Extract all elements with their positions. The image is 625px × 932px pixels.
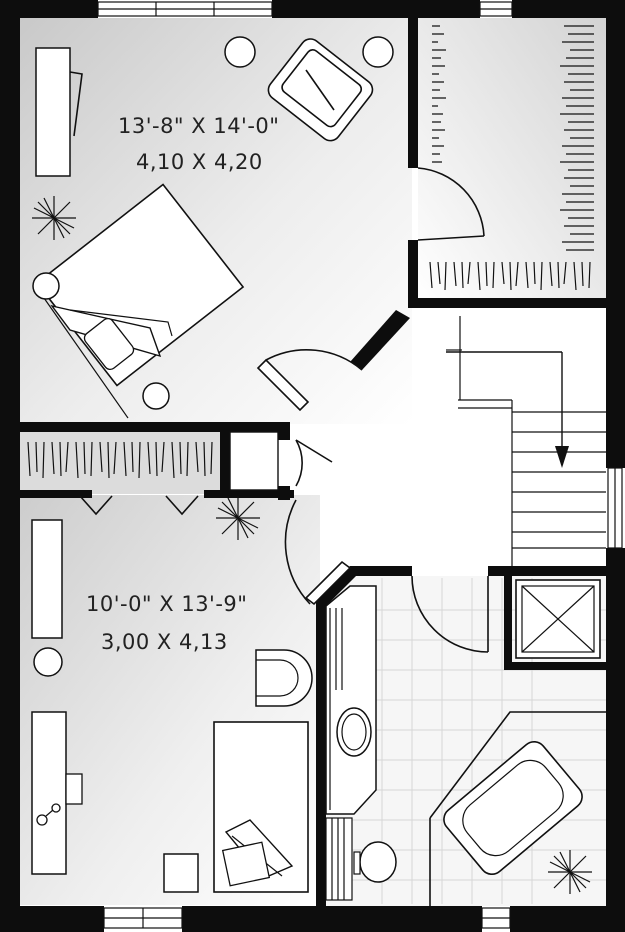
door-swing-icon [411, 575, 489, 653]
bed-icon [213, 721, 309, 893]
window-icon [479, 1, 513, 17]
door-swing-icon [284, 499, 352, 606]
window-icon [481, 907, 511, 929]
table-round [33, 647, 63, 677]
nightstand [32, 272, 60, 300]
closet-mid-floor [20, 432, 224, 494]
toilet-icon [353, 841, 397, 883]
ceiling-light-icon [216, 496, 260, 540]
towel-rack [325, 817, 353, 901]
angled-wall-lower [316, 566, 360, 606]
closet-rod-icon [27, 441, 213, 479]
desk [31, 711, 83, 875]
bedroom-2-dim-metric: 3,00 X 4,13 [101, 630, 228, 654]
bedroom-1-dim-metric: 4,10 X 4,20 [136, 150, 263, 174]
window-icon [607, 467, 623, 549]
linen-closet [229, 431, 279, 491]
ceiling-light-icon [548, 850, 592, 894]
nightstand-square [163, 853, 199, 893]
closet-rod-icon [429, 25, 594, 291]
stairs-down-arrow-icon [446, 351, 569, 468]
bifold-door-icon [79, 495, 199, 516]
dresser [31, 519, 63, 639]
closet-top-floor [418, 18, 606, 300]
vanity-counter [325, 585, 377, 815]
dresser [35, 47, 71, 177]
shower-icon [515, 579, 601, 659]
bathtub-icon [429, 711, 606, 906]
bedroom-2-dim-imperial: 10'-0" X 13'-9" [86, 592, 247, 616]
sink-icon [336, 707, 372, 757]
angled-wall-upper [350, 310, 410, 370]
nightstand [142, 382, 170, 410]
sofa-icon [267, 38, 374, 142]
nightstand [224, 36, 256, 68]
nightstand [362, 36, 394, 68]
bedroom-1-dim-imperial: 13'-8" X 14'-0" [118, 114, 279, 138]
stairs [446, 316, 606, 566]
ceiling-light-icon [32, 196, 76, 240]
window-icon [97, 1, 273, 17]
door-swing-icon [256, 349, 363, 412]
chair-icon [255, 649, 313, 707]
window-icon [103, 907, 183, 929]
bed-icon [35, 183, 245, 419]
door-swing-icon [417, 167, 485, 241]
door-swing-icon [295, 439, 333, 487]
lamp-shade [69, 71, 83, 137]
